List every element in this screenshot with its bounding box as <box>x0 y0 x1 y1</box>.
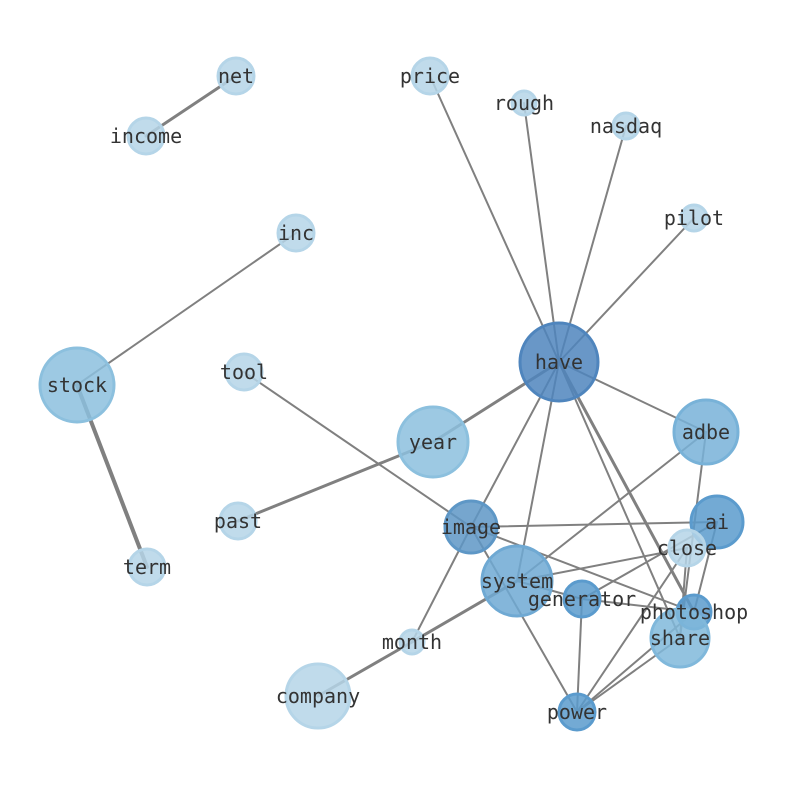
node-power <box>557 692 597 732</box>
node-label-generator: generator <box>528 587 636 611</box>
node-inc <box>276 213 316 253</box>
edge-adbe-system <box>516 431 707 582</box>
node-month <box>398 628 426 656</box>
node-label-pilot: pilot <box>664 206 724 230</box>
labels-layer: net income price rough nasdaq pilot inc stock to… <box>47 64 748 724</box>
node-stock <box>38 346 116 424</box>
node-label-ai: ai <box>705 510 729 534</box>
node-nasdaq <box>611 111 641 141</box>
node-label-system: system <box>481 569 553 593</box>
node-generator <box>562 579 602 619</box>
node-label-nasdaq: nasdaq <box>590 114 662 138</box>
node-rough <box>510 89 538 117</box>
edges-layer <box>75 74 718 713</box>
node-label-photoshop: photoshop <box>640 600 748 624</box>
edge-image-power <box>470 526 578 713</box>
edge-rough-have <box>523 102 560 363</box>
node-system <box>480 544 554 618</box>
node-net <box>216 56 256 96</box>
edge-price-have <box>429 75 560 363</box>
node-year <box>396 405 470 479</box>
node-label-term: term <box>123 555 171 579</box>
node-past <box>218 501 258 541</box>
node-label-have: have <box>535 350 583 374</box>
node-label-share: share <box>650 626 710 650</box>
nodes-layer <box>38 56 745 732</box>
node-pilot <box>679 203 709 233</box>
node-price <box>410 56 450 96</box>
edge-close-power <box>576 547 688 713</box>
node-tool <box>224 352 264 392</box>
edge-nasdaq-have <box>558 125 627 363</box>
node-share <box>649 607 711 669</box>
node-label-income: income <box>110 124 182 148</box>
node-have <box>518 321 600 403</box>
node-term <box>127 547 167 587</box>
node-label-net: net <box>218 64 254 88</box>
node-label-past: past <box>214 509 262 533</box>
edge-inc-stock <box>76 232 297 386</box>
node-label-image: image <box>441 515 501 539</box>
node-close <box>667 528 707 568</box>
node-label-year: year <box>409 430 457 454</box>
node-label-stock: stock <box>47 373 107 397</box>
node-label-price: price <box>400 64 460 88</box>
node-label-tool: tool <box>220 360 268 384</box>
node-ai <box>689 494 745 550</box>
node-label-inc: inc <box>278 221 314 245</box>
node-adbe <box>672 398 740 466</box>
node-label-company: company <box>276 684 360 708</box>
node-income <box>126 116 166 156</box>
node-label-adbe: adbe <box>682 420 730 444</box>
node-image <box>443 499 499 555</box>
node-label-power: power <box>547 700 607 724</box>
node-label-rough: rough <box>494 91 554 115</box>
edge-tool-image <box>243 371 472 528</box>
edge-image-ai <box>470 521 718 528</box>
node-label-month: month <box>382 630 442 654</box>
node-company <box>284 662 352 730</box>
edge-image-photoshop <box>470 526 695 613</box>
node-label-close: close <box>657 536 717 560</box>
